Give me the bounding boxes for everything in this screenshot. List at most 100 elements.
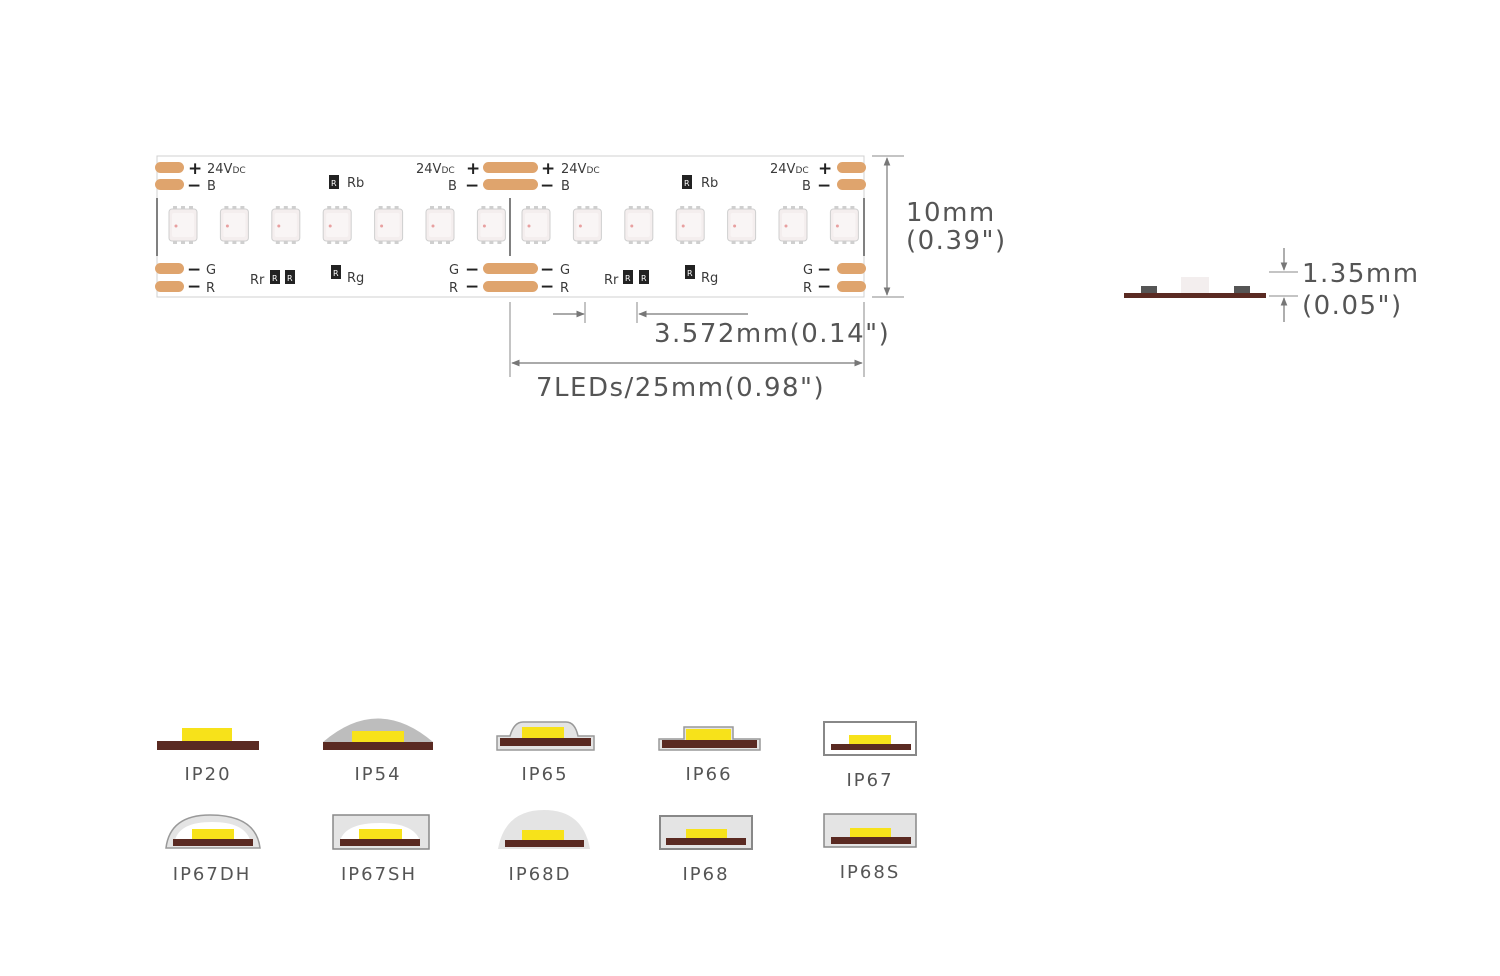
pad-label-b: B	[561, 179, 570, 194]
polarity-marks: + − − − + − − − + − − − + − − −	[187, 159, 832, 297]
resistors: R Rb R Rg Rr R R R Rb R Rg Rr R R	[250, 175, 718, 288]
pad-label-b: B	[802, 179, 811, 194]
ip-profile-ip66: IP66	[658, 726, 761, 785]
led-chip	[168, 206, 198, 244]
profile-pcb	[1124, 293, 1266, 298]
svg-text:R: R	[625, 274, 631, 283]
ip-label: IP20	[184, 764, 231, 785]
ip-label: IP67SH	[341, 864, 417, 885]
pad-label-r: R	[803, 281, 812, 296]
led-chip	[829, 206, 859, 244]
svg-text:R: R	[272, 274, 278, 283]
profile-component	[1234, 286, 1250, 293]
plus-sign: +	[818, 159, 832, 179]
led-chip	[521, 206, 551, 244]
led-chip	[727, 206, 757, 244]
led-chip	[675, 206, 705, 244]
minus-sign: −	[540, 176, 554, 196]
minus-sign: −	[465, 277, 479, 297]
solder-pads-middle	[483, 162, 538, 292]
svg-text:R: R	[333, 269, 339, 278]
minus-sign: −	[465, 176, 479, 196]
pad-label-g: G	[449, 263, 459, 278]
led-chip	[219, 206, 249, 244]
dimension-pitch: 3.572mm(0.14")	[553, 302, 890, 349]
svg-text:R: R	[641, 274, 647, 283]
resistor-chip	[639, 270, 649, 284]
resistor-label-rb: Rb	[347, 176, 364, 191]
ip-label: IP68D	[509, 864, 572, 885]
resistor-label-rg: Rg	[701, 271, 718, 286]
ip-ratings: IP20 IP54 IP65 IP66 IP67	[157, 718, 917, 885]
resistor-chip	[285, 270, 295, 284]
resistor-chip	[685, 265, 695, 279]
ip-profile-ip54: IP54	[323, 718, 433, 785]
minus-sign: −	[817, 260, 831, 280]
ip-profile-ip68d: IP68D	[498, 810, 590, 885]
led-chip	[572, 206, 602, 244]
thickness-in-label: (0.05")	[1302, 291, 1403, 321]
led-chips	[168, 206, 859, 244]
resistor-chip	[682, 175, 692, 189]
ip-label: IP54	[354, 764, 401, 785]
pad-label-r: R	[560, 281, 569, 296]
pitch-label: 3.572mm(0.14")	[654, 319, 890, 349]
ip-profile-ip67dh: IP67DH	[165, 814, 261, 885]
pad-label-g: G	[206, 263, 216, 278]
resistor-chip	[329, 175, 339, 189]
ip-label: IP68	[682, 864, 729, 885]
svg-text:R: R	[687, 269, 693, 278]
resistor-chip	[331, 265, 341, 279]
ip-label: IP65	[521, 764, 568, 785]
profile-led	[1181, 277, 1209, 293]
resistor-label-rb: Rb	[701, 176, 718, 191]
led-chip	[322, 206, 352, 244]
svg-text:R: R	[331, 179, 337, 188]
width-in-label: (0.39")	[906, 226, 1007, 256]
dimension-width: 10mm (0.39")	[872, 155, 1007, 298]
voltage-labels: 24VDC 24VDC 24VDC 24VDC	[207, 162, 809, 177]
pad-labels: B G R B G R B G R B G R	[206, 179, 813, 296]
voltage-label: 24VDC	[207, 162, 246, 177]
ip-label: IP67DH	[173, 864, 251, 885]
ip-label: IP66	[685, 764, 732, 785]
minus-sign: −	[540, 277, 554, 297]
profile-component	[1141, 286, 1157, 293]
thickness-mm-label: 1.35mm	[1302, 259, 1420, 289]
ip-label: IP67	[846, 770, 893, 791]
resistor-chip	[623, 270, 633, 284]
led-chip	[374, 206, 404, 244]
led-chip	[778, 206, 808, 244]
minus-sign: −	[817, 176, 831, 196]
led-chip	[624, 206, 654, 244]
pad-label-r: R	[449, 281, 458, 296]
pad-label-b: B	[448, 179, 457, 194]
resistor-label-rr: Rr	[250, 273, 265, 288]
minus-sign: −	[817, 277, 831, 297]
minus-sign: −	[540, 260, 554, 280]
resistor-label-rr: Rr	[604, 273, 619, 288]
minus-sign: −	[187, 176, 201, 196]
plus-sign: +	[188, 159, 202, 179]
ip-profile-ip68s: IP68S	[823, 813, 917, 883]
ip-profile-ip67: IP67	[823, 721, 917, 791]
ip-profile-ip68: IP68	[659, 815, 753, 885]
solder-pads-left	[155, 162, 184, 292]
ip-label: IP68S	[840, 862, 901, 883]
voltage-label: 24VDC	[770, 162, 809, 177]
strip-top-view: + − − − + − − − + − − − + − − − 24VDC 24…	[155, 155, 866, 298]
solder-pads-right	[837, 162, 866, 292]
led-chip	[476, 206, 506, 244]
ip-profile-ip65: IP65	[496, 721, 595, 785]
plus-sign: +	[541, 159, 555, 179]
voltage-label: 24VDC	[561, 162, 600, 177]
plus-sign: +	[466, 159, 480, 179]
ip-profile-ip20: IP20	[157, 728, 259, 785]
minus-sign: −	[187, 277, 201, 297]
pad-label-g: G	[560, 263, 570, 278]
led-chip	[425, 206, 455, 244]
minus-sign: −	[465, 260, 479, 280]
segment-label: 7LEDs/25mm(0.98")	[536, 373, 825, 403]
